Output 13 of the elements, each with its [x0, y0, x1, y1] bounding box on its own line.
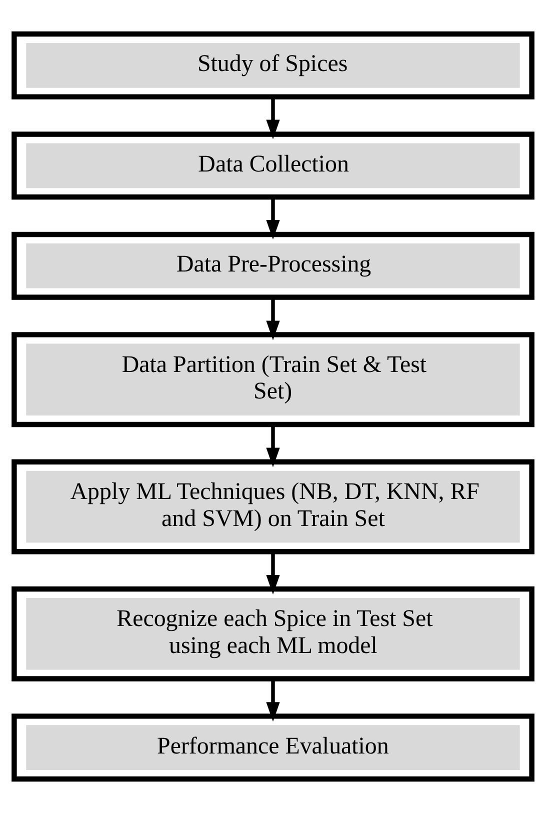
node-box: Study of Spices	[12, 31, 534, 100]
arrow	[266, 97, 280, 140]
arrow	[266, 552, 280, 594]
arrow	[266, 679, 280, 722]
node-box: Performance Evaluation	[12, 714, 534, 782]
node-box: Data Partition (Train Set & Test Set)	[12, 332, 534, 428]
arrow	[266, 424, 280, 468]
node-box: Apply ML Techniques (NB, DT, KNN, RF and SVM) on Train Set	[12, 459, 534, 554]
node-box: Data Pre-Processing	[12, 232, 534, 300]
node-box: Data Collection	[12, 132, 534, 200]
arrow	[266, 298, 280, 340]
node-box: Recognize each Spice in Test Set using each ML model	[12, 586, 534, 682]
arrow	[266, 197, 280, 240]
